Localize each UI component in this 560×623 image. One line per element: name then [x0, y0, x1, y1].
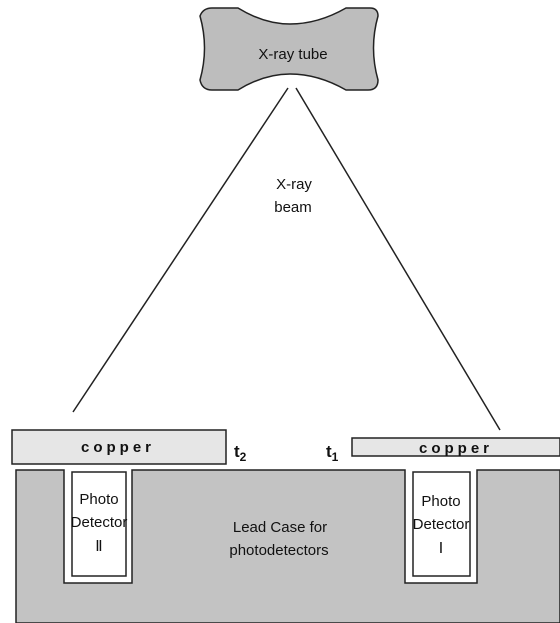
- beam-line-left: [72, 87, 289, 413]
- thickness-label-t1: t1: [326, 442, 339, 464]
- xray-tube-label: X-ray tube: [258, 46, 327, 63]
- copper-plate-left: [11, 429, 227, 465]
- copper-label-left: copper: [81, 439, 155, 456]
- lead-case-label-line2: photodetectors: [229, 542, 328, 559]
- photo-detector-2-numeral: Ⅱ: [95, 538, 102, 555]
- xray-tube: [199, 7, 379, 91]
- photo-detector-1-numeral: Ⅰ: [439, 540, 443, 557]
- copper-plate-right: [351, 437, 560, 457]
- photo-detector-2-line1: Photo: [79, 491, 118, 508]
- beam-label-line1: X-ray: [276, 176, 312, 193]
- photo-detector-2-box: [71, 471, 127, 577]
- beam-label-line2: beam: [274, 199, 312, 216]
- thickness-label-t2: t2: [234, 442, 247, 464]
- photo-detector-1-line2: Detector: [413, 516, 470, 533]
- beam-line-right: [295, 87, 501, 431]
- photo-detector-1-box: [412, 471, 471, 577]
- lead-case: [15, 469, 560, 623]
- copper-label-right: copper: [419, 440, 493, 457]
- photo-detector-1-line1: Photo: [421, 493, 460, 510]
- photo-detector-2-line2: Detector: [71, 514, 128, 531]
- lead-case-label-line1: Lead Case for: [233, 519, 327, 536]
